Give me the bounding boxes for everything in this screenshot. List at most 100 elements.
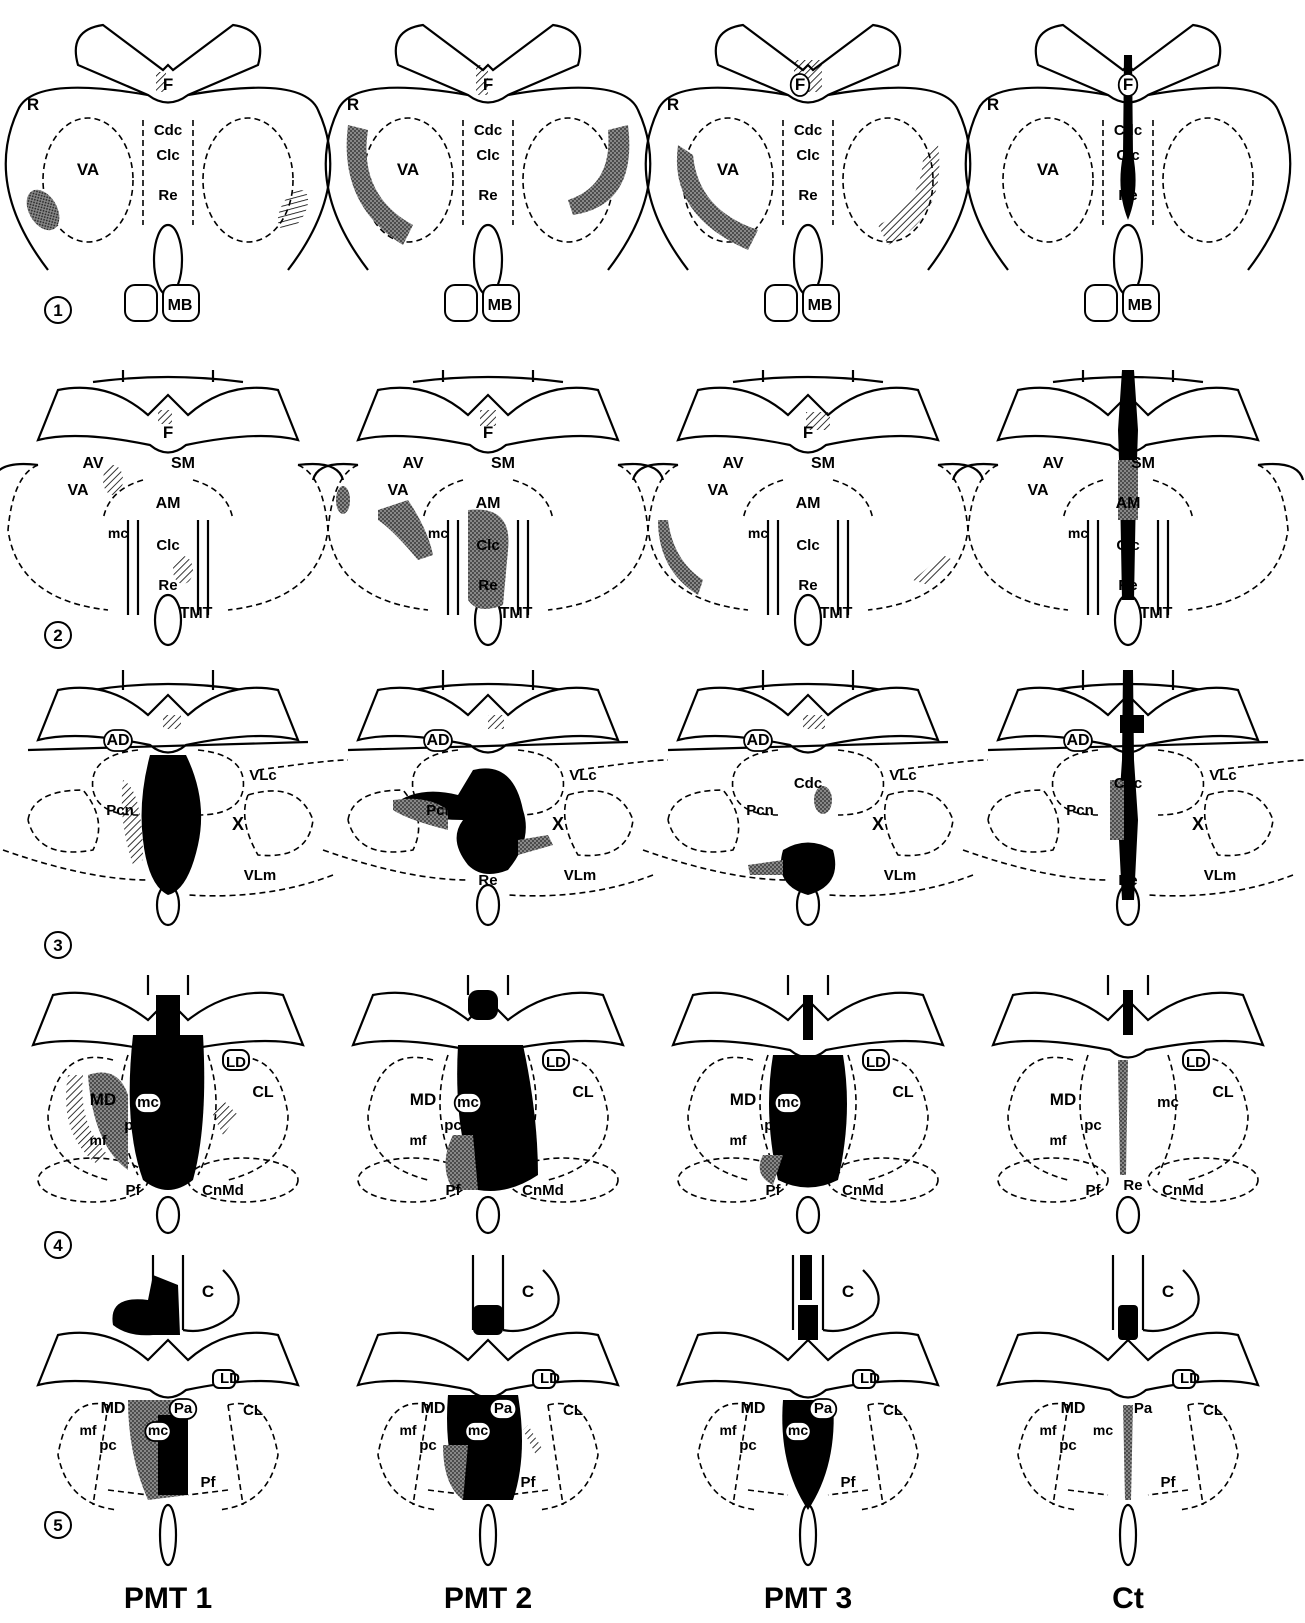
label-av: AV (82, 455, 103, 472)
label-tmt: TMT (1140, 605, 1173, 622)
label-clc: Clc (476, 147, 499, 164)
label-ld: LD (866, 1054, 886, 1071)
mb-left (1085, 285, 1117, 321)
label-pf: Pf (1086, 1182, 1102, 1199)
row-number: 2 (53, 626, 62, 645)
label-mc: mc (468, 1422, 488, 1438)
va-nucleus (1003, 118, 1093, 242)
third-ventricle (477, 885, 499, 925)
label-mc: mc (457, 1094, 479, 1111)
lesion (488, 715, 504, 729)
third-ventricle (1120, 1505, 1136, 1565)
panel-row4-0: LDCLMDmcpcmfPfCnMd (33, 975, 303, 1233)
third-ventricle (480, 1505, 496, 1565)
label-mf: mf (399, 1422, 416, 1438)
lesion (473, 1305, 503, 1335)
panel-row1-2: RFCdcClcVAReMB (646, 25, 971, 321)
label-re: Re (1123, 1177, 1142, 1194)
label-md: MD (730, 1090, 756, 1109)
label-am: AM (156, 495, 181, 512)
label-md: MD (410, 1090, 436, 1109)
lesion (1123, 1405, 1133, 1500)
label-mc: mc (1157, 1094, 1179, 1111)
label-pcn: Pcn (106, 802, 134, 819)
fornix-wings (678, 1333, 938, 1398)
label-f: F (1123, 423, 1133, 442)
lesion (878, 145, 939, 245)
label-cdc: Cdc (154, 775, 182, 792)
stria (313, 464, 663, 480)
label-re: Re (158, 872, 177, 889)
label-va: VA (1027, 482, 1048, 499)
lesion (1118, 1305, 1138, 1340)
label-f: F (483, 75, 493, 94)
label-cnmd: CnMd (1162, 1182, 1204, 1199)
label-va: VA (707, 482, 728, 499)
label-cdc: Cdc (474, 775, 502, 792)
lesion (803, 995, 813, 1040)
lesion (913, 555, 953, 585)
label-x: X (1192, 814, 1204, 834)
label-r: R (667, 95, 679, 114)
third-ventricle (1115, 595, 1141, 645)
label-vlc: VLc (569, 767, 597, 784)
label-av: AV (1042, 455, 1063, 472)
label-am: AM (1116, 495, 1141, 512)
label-pa: Pa (174, 1400, 193, 1417)
lesion (523, 1425, 543, 1455)
label-mb: MB (488, 297, 513, 314)
lesion (800, 1255, 812, 1300)
label-x: X (232, 814, 244, 834)
third-ventricle (477, 1197, 499, 1233)
label-md: MD (90, 1090, 116, 1109)
label-ld: LD (220, 1370, 240, 1387)
x-nucleus (245, 791, 313, 856)
label-mc: mc (748, 525, 768, 541)
label-f: F (795, 75, 805, 94)
label-re: Re (478, 187, 497, 204)
panel-row1-3: RFCdcClcVAReMB (966, 25, 1291, 321)
label-pcn: Pcn (1066, 802, 1094, 819)
fornix-wings (358, 1333, 618, 1398)
thalamus-outline (1008, 1057, 1248, 1180)
label-vlm: VLm (244, 867, 277, 884)
callosum (148, 975, 188, 995)
label-tmt: TMT (500, 605, 533, 622)
callosum (733, 370, 883, 382)
label-mc: mc (108, 525, 128, 541)
label-f: F (163, 75, 173, 94)
label-mf: mf (409, 1132, 426, 1148)
label-re: Re (1118, 577, 1137, 594)
third-ventricle (800, 1505, 816, 1565)
label-clc: Clc (796, 147, 819, 164)
callosum (93, 670, 243, 690)
label-r: R (27, 95, 39, 114)
label-pa: Pa (814, 1400, 833, 1417)
label-c: C (1162, 1282, 1174, 1301)
label-md: MD (741, 1400, 766, 1417)
label-re: Re (798, 872, 817, 889)
label-c: C (522, 1282, 534, 1301)
label-sm: SM (171, 455, 195, 472)
lesion (1123, 990, 1133, 1035)
label-pc: pc (1084, 1117, 1102, 1134)
panel-row3-2: ADCdcVLcPcnXVLmRe (643, 670, 988, 925)
lesion (568, 125, 629, 215)
label-cdc: Cdc (1114, 775, 1142, 792)
label-pc: pc (419, 1437, 437, 1454)
label-cl: CL (252, 1084, 274, 1101)
lesion (156, 995, 180, 1035)
label-vlm: VLm (884, 867, 917, 884)
label-pc: pc (124, 1117, 142, 1134)
label-vlm: VLm (1204, 867, 1237, 884)
label-mf: mf (729, 1132, 746, 1148)
lesion (272, 185, 315, 235)
label-pf: Pf (521, 1474, 537, 1491)
callosum (413, 670, 563, 690)
column-title-ct: Ct (1028, 1582, 1228, 1616)
x-nucleus (565, 791, 633, 856)
label-cdc: Cdc (794, 122, 822, 139)
label-pa: Pa (1134, 1400, 1153, 1417)
